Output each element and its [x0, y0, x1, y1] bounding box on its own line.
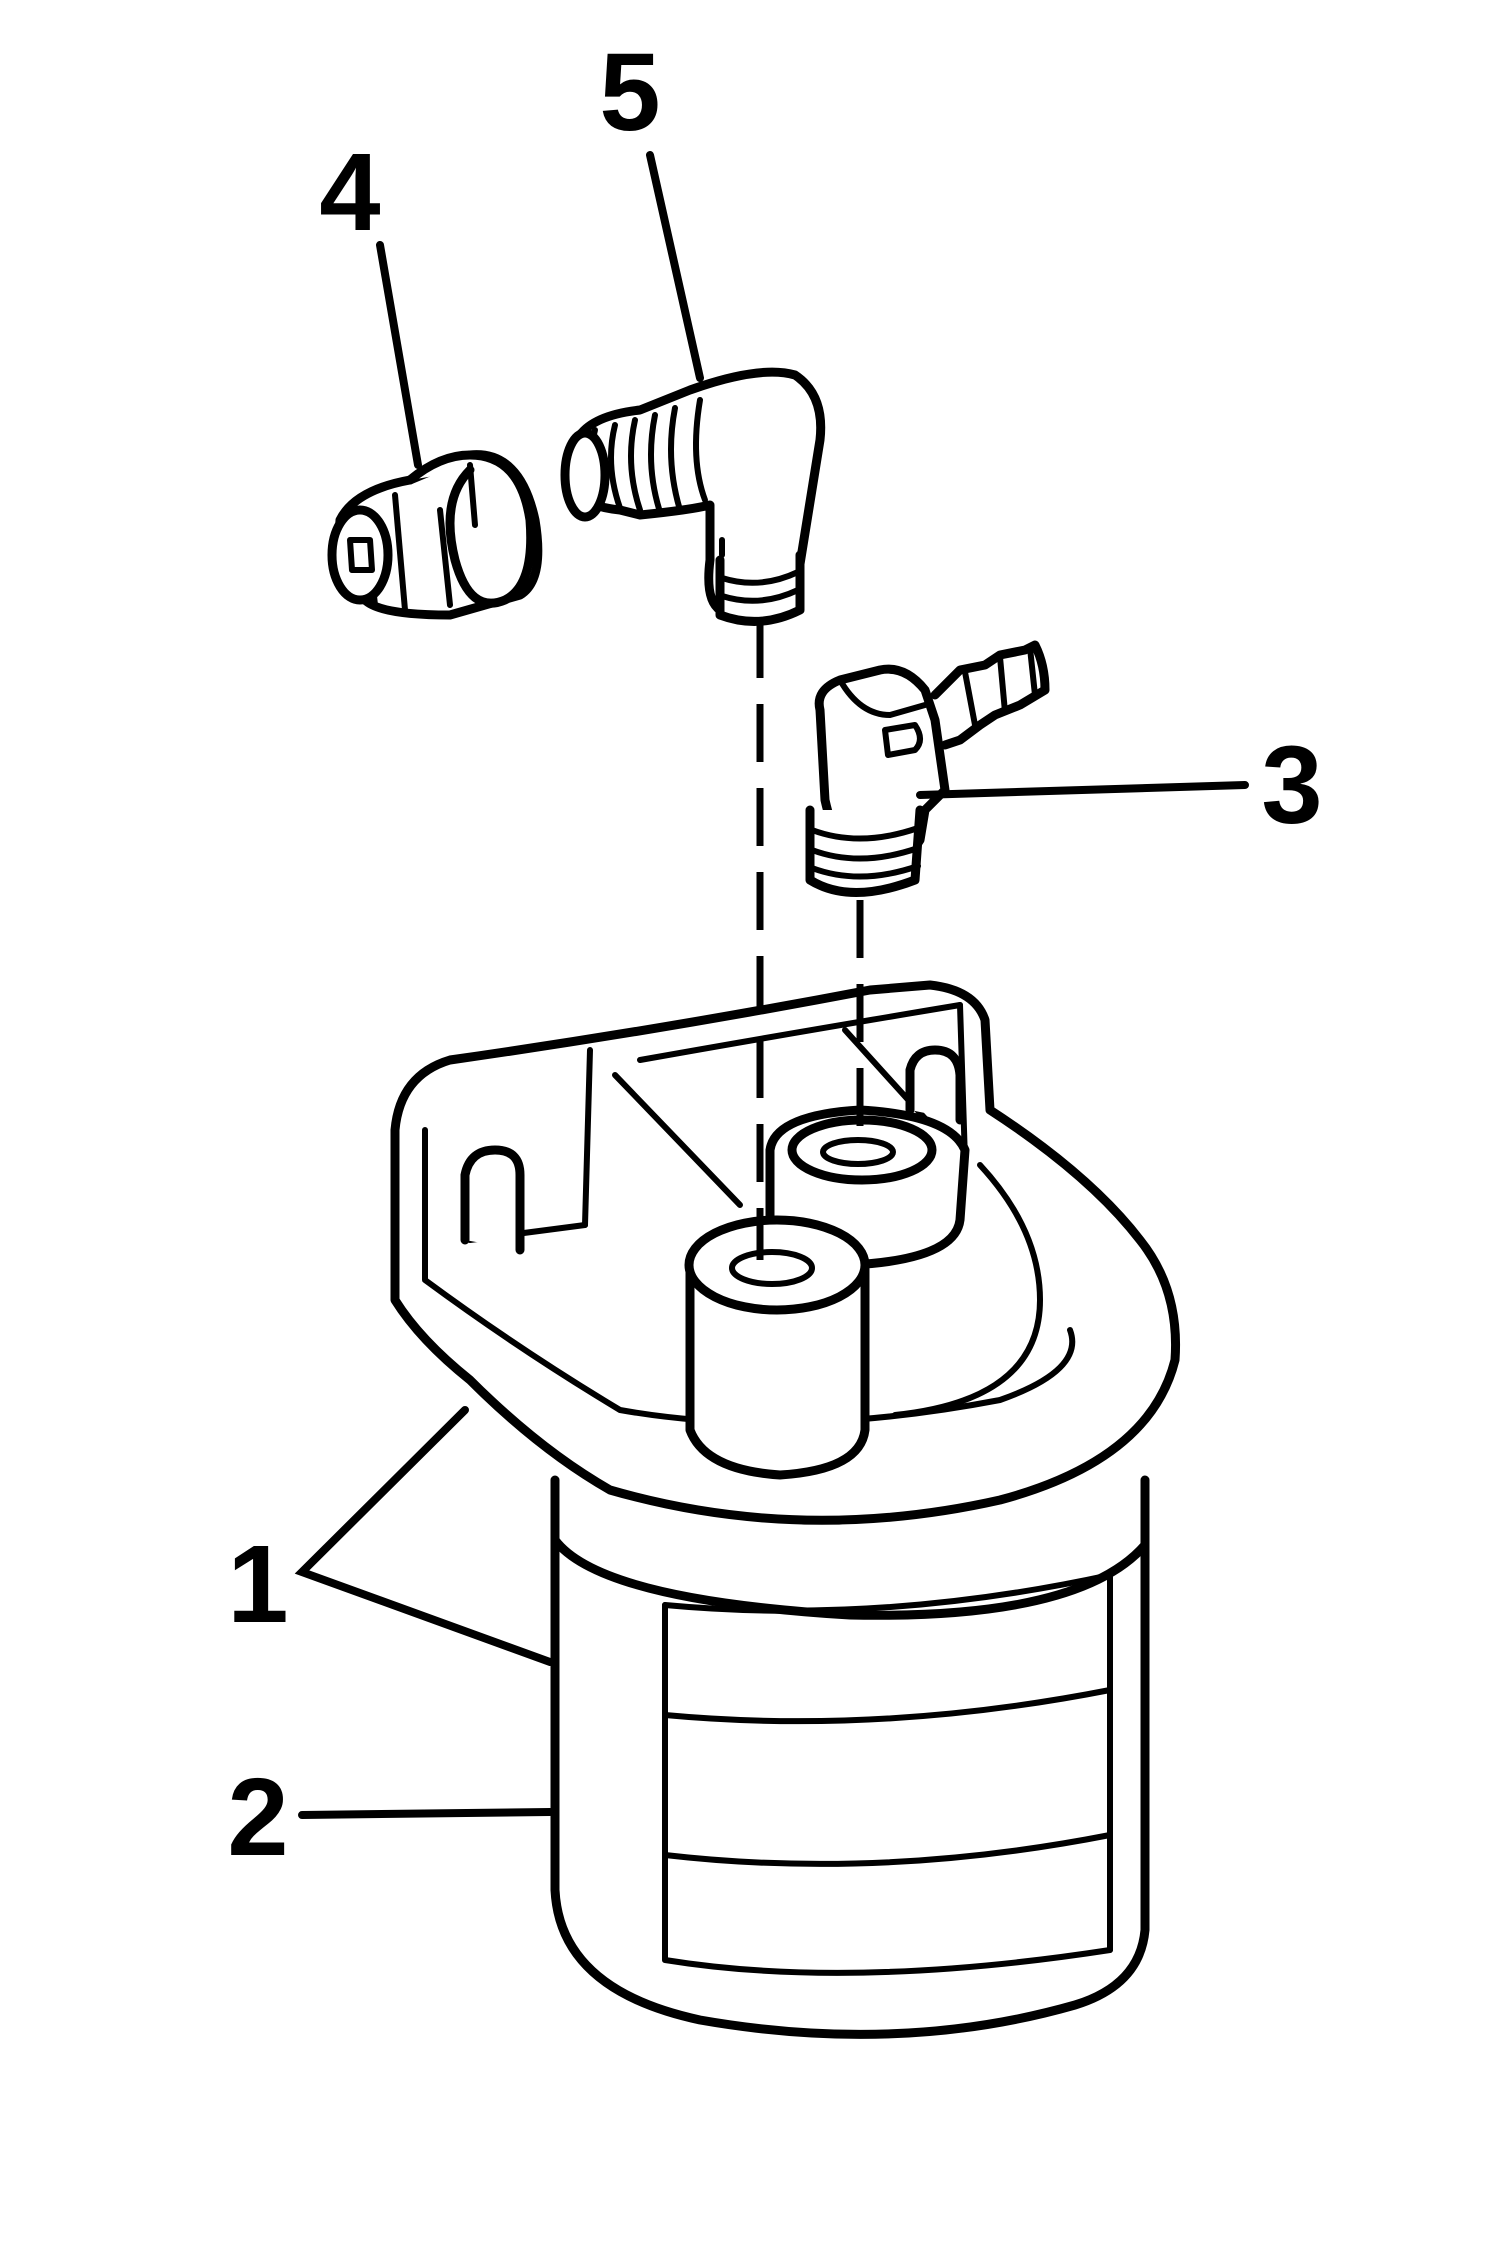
leader-5: [646, 151, 704, 382]
filter-bowl: [550, 1475, 1150, 2039]
callout-2: 2: [227, 1756, 288, 1879]
callout-4: 4: [319, 131, 380, 254]
leader-lines: [294, 151, 1249, 1819]
leader-1: [294, 1406, 554, 1666]
callout-3: 3: [1261, 724, 1322, 847]
axis-lines: [756, 620, 864, 1260]
hose-barb-elbow: [805, 640, 1050, 897]
elbow-fitting: [560, 367, 826, 626]
filter-head: [390, 980, 1181, 1525]
leader-2: [298, 1808, 554, 1819]
callouts: 4 5 3 1 2: [227, 31, 1322, 1879]
callout-1: 1: [227, 1523, 288, 1646]
flare-nut: [327, 450, 543, 620]
leader-3: [916, 781, 1249, 799]
leader-4: [376, 241, 422, 469]
callout-5: 5: [599, 31, 660, 154]
